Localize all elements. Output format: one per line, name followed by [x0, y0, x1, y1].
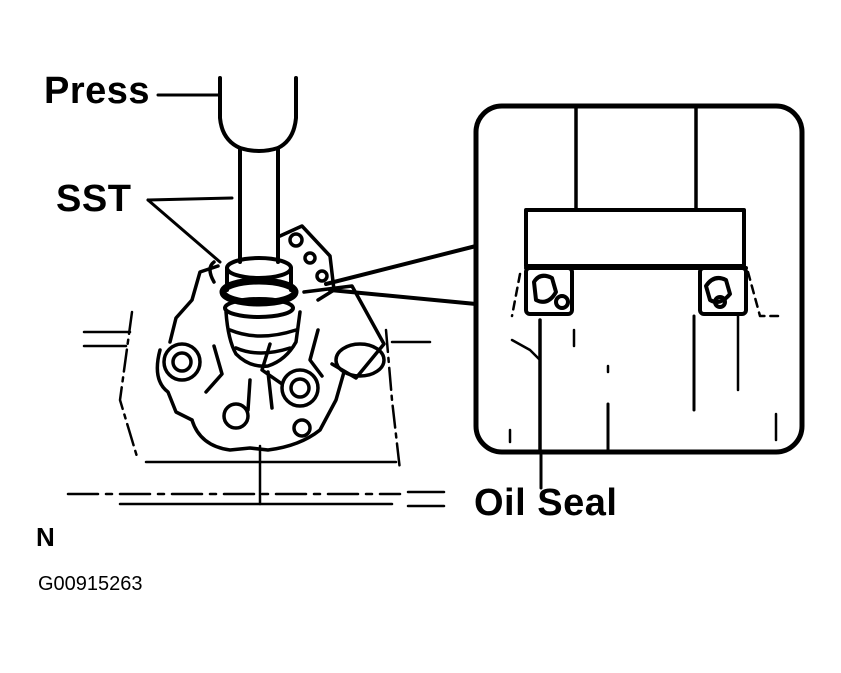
figure-id: G00915263	[38, 573, 143, 595]
pump-housing	[155, 224, 386, 452]
north-label: N	[36, 522, 55, 552]
detail-inset	[473, 103, 805, 455]
press-label: Press	[44, 70, 151, 112]
base-plate	[66, 310, 446, 508]
label-leaders	[146, 93, 543, 490]
sst-label: SST	[56, 178, 132, 220]
detail-pointer	[324, 244, 478, 306]
oil-seal-label: Oil Seal	[474, 482, 618, 524]
press-ram	[218, 76, 298, 264]
sst-tool	[219, 256, 299, 319]
